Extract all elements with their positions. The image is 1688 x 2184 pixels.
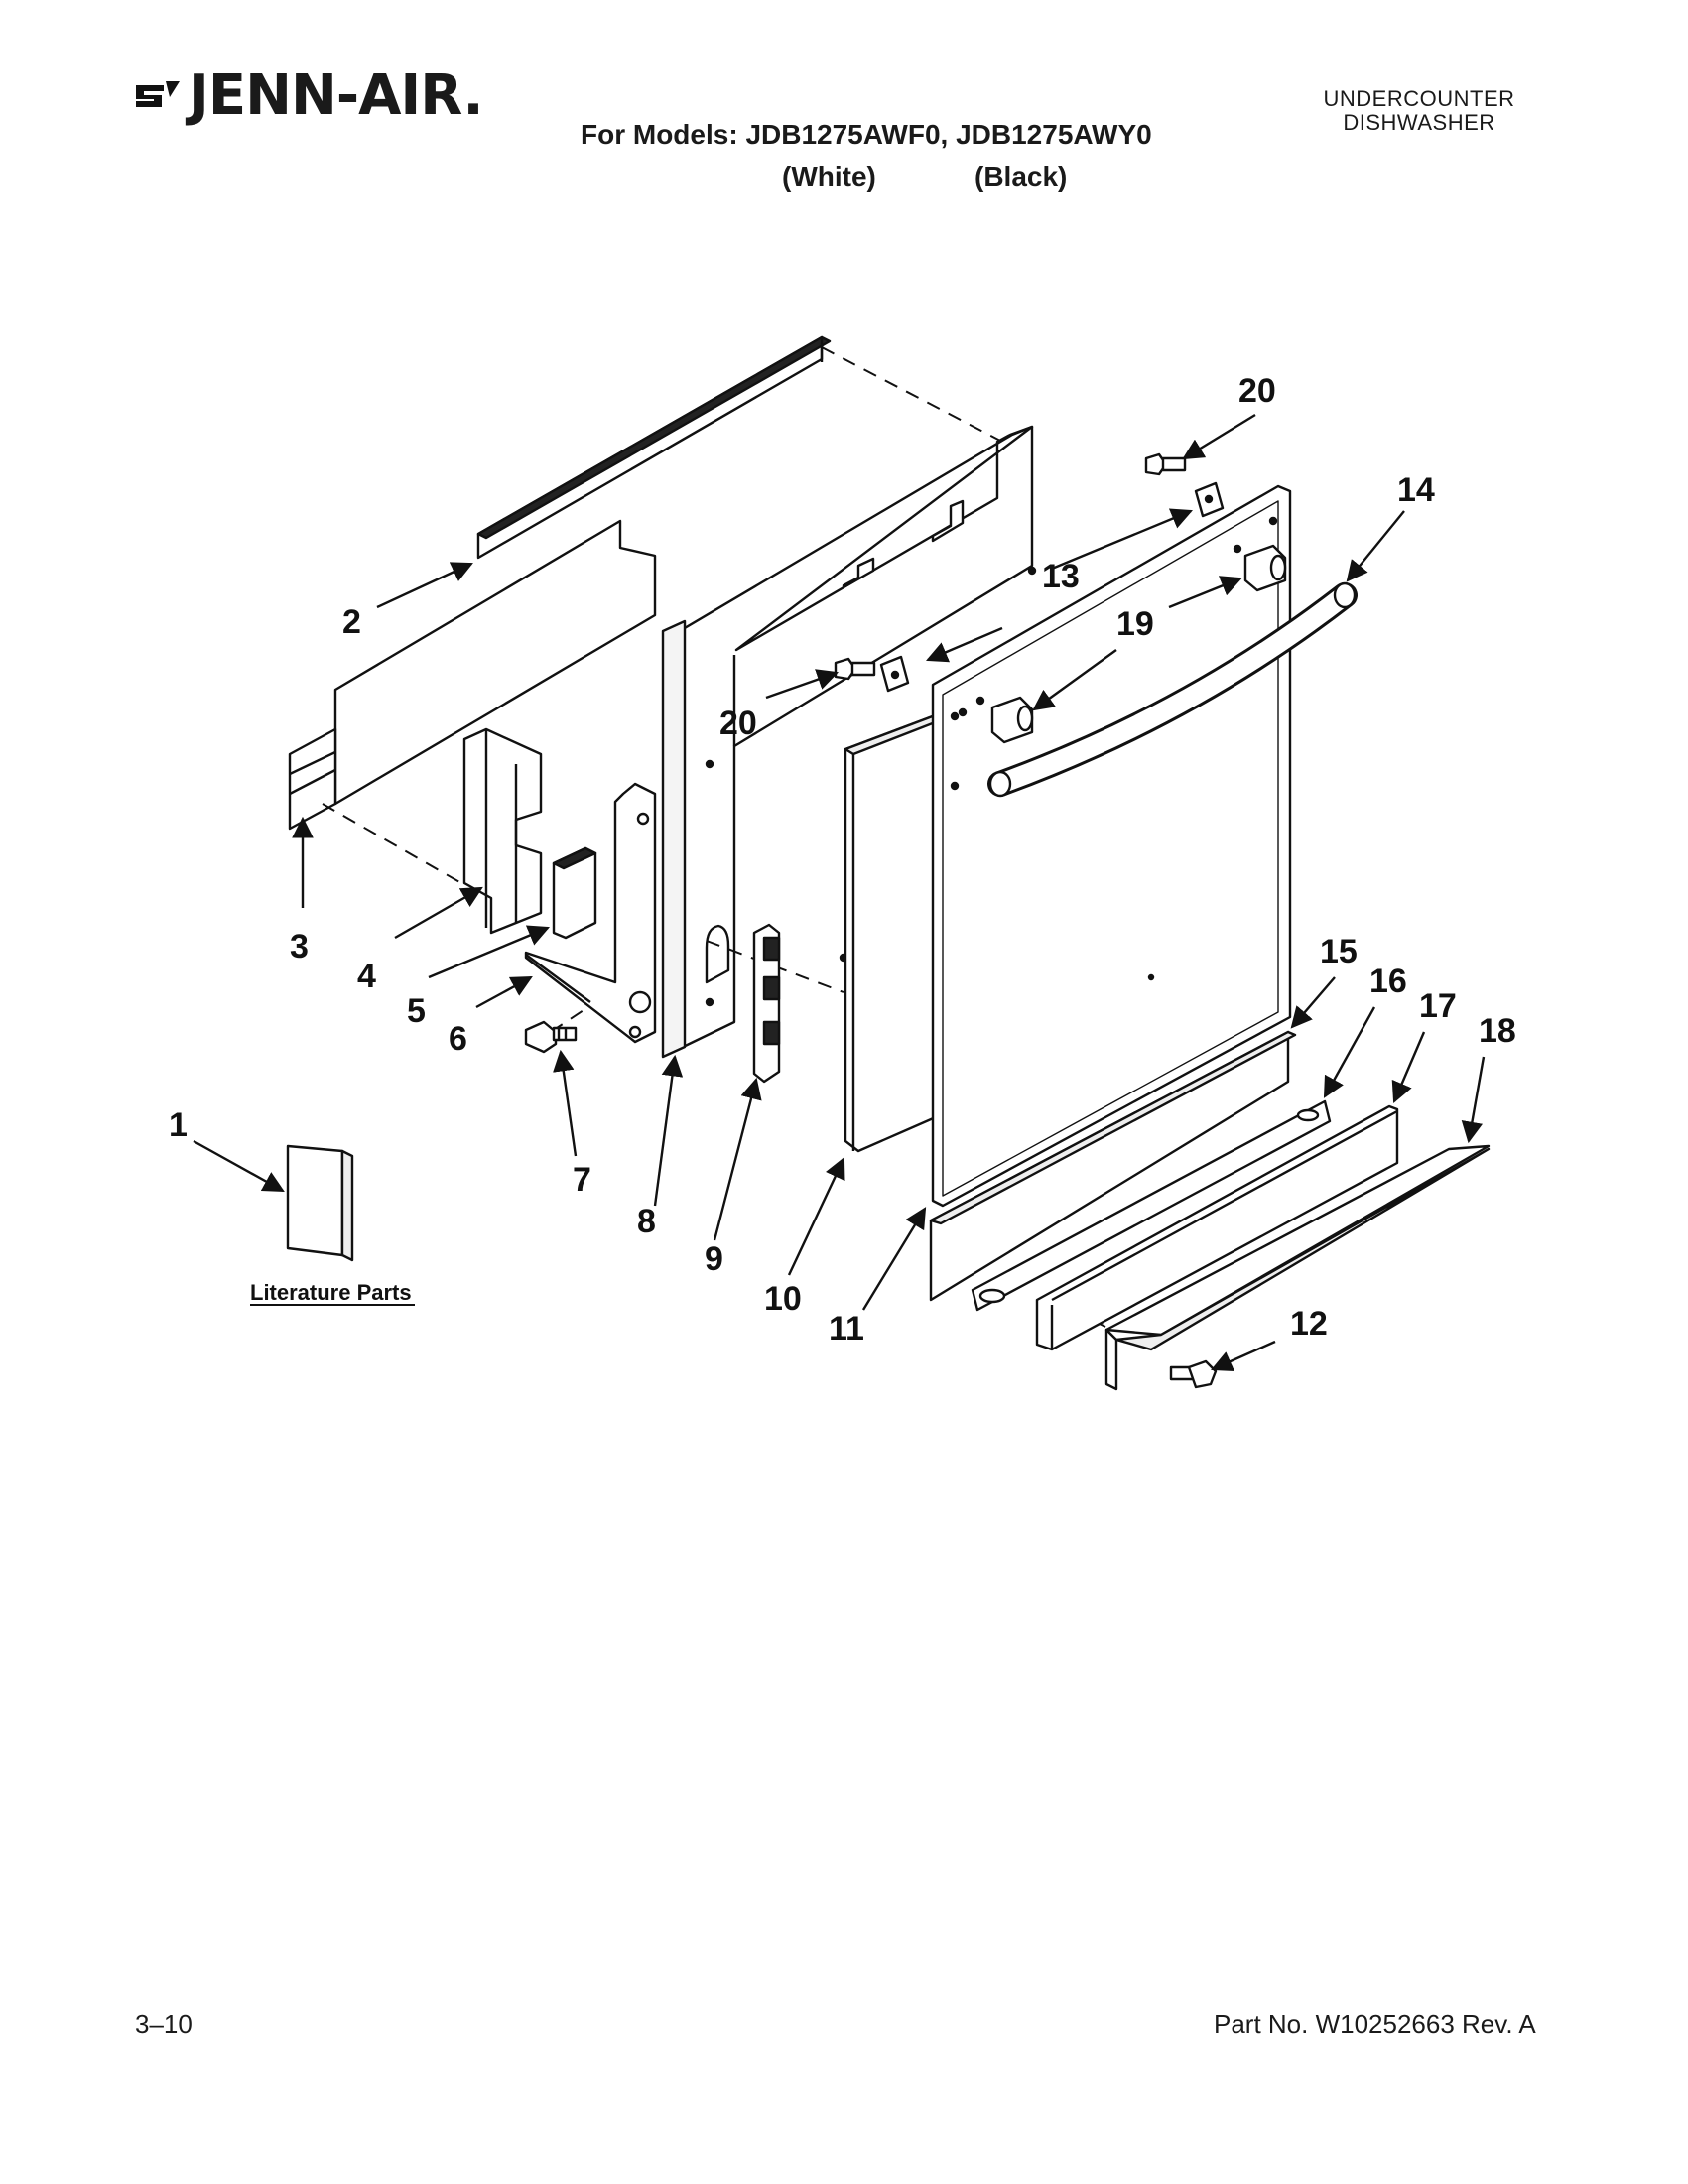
part-7-screw xyxy=(524,1020,578,1054)
part-5-pad xyxy=(552,846,597,940)
page-number: 3–10 xyxy=(135,2009,193,2039)
part-number: Part No. W10252663 Rev. A xyxy=(1214,2009,1536,2039)
callout-20-lower: 20 xyxy=(719,705,757,742)
brand-name: JENN-AIR. xyxy=(189,64,484,128)
callout-16: 16 xyxy=(1369,963,1407,1000)
callout-17: 17 xyxy=(1419,987,1457,1025)
part-11-outer-door xyxy=(931,484,1292,1208)
part-19-handle-posts xyxy=(975,544,1287,744)
models-title: For Models: JDB1275AWF0, JDB1275AWY0 xyxy=(581,119,1152,150)
callout-5: 5 xyxy=(407,992,426,1030)
callout-14: 14 xyxy=(1397,471,1435,509)
callout-labels: 1 2 3 4 5 6 7 8 9 10 11 12 13 14 15 16 1… xyxy=(169,372,1516,1348)
part-6-hinge-bracket xyxy=(524,782,657,1044)
part-15-bottom-trim xyxy=(929,1030,1297,1302)
callout-9: 9 xyxy=(705,1240,723,1278)
callout-4: 4 xyxy=(357,958,376,995)
callout-1: 1 xyxy=(169,1106,188,1144)
part-16-toe-plate xyxy=(971,1099,1332,1312)
callout-6: 6 xyxy=(449,1020,467,1058)
part-13-upper-clip xyxy=(1194,481,1225,518)
callout-18: 18 xyxy=(1479,1012,1516,1050)
part-20-lower-screw xyxy=(834,657,876,681)
part-4-vent-block xyxy=(462,727,543,935)
part-17-kick-plate xyxy=(1035,1104,1399,1351)
callout-11: 11 xyxy=(829,1310,864,1348)
part-13-lower-clip xyxy=(879,655,910,693)
callout-7: 7 xyxy=(573,1161,591,1199)
callout-19: 19 xyxy=(1116,605,1154,643)
appliance-category: UNDERCOUNTER DISHWASHER xyxy=(1290,87,1548,135)
part-14-handle-bar xyxy=(987,581,1358,798)
part-18-toe-kick xyxy=(1104,1144,1491,1391)
part-10-door-insulation xyxy=(844,712,945,1153)
callout-10: 10 xyxy=(764,1280,802,1318)
callout-3: 3 xyxy=(290,928,309,965)
color-black-label: (Black) xyxy=(974,161,1068,192)
part-8-inner-panel xyxy=(661,425,1037,1059)
callout-12: 12 xyxy=(1290,1305,1328,1343)
color-white-label: (White) xyxy=(782,161,876,192)
callout-15: 15 xyxy=(1320,933,1358,970)
jenn-air-logo-icon xyxy=(134,77,182,117)
part-20-upper-screw xyxy=(1144,452,1187,476)
literature-parts-label: Literature Parts xyxy=(250,1280,412,1305)
part-9-door-bracket xyxy=(752,923,781,1084)
callout-20-upper: 20 xyxy=(1238,372,1276,410)
part-1-literature xyxy=(286,1144,354,1262)
callout-2: 2 xyxy=(342,603,361,641)
category-line-2: DISHWASHER xyxy=(1343,110,1495,135)
callout-13: 13 xyxy=(1042,558,1080,595)
callout-8: 8 xyxy=(637,1203,656,1240)
part-2-top-strip xyxy=(476,335,832,560)
part-12-screw xyxy=(1169,1359,1218,1389)
category-line-1: UNDERCOUNTER xyxy=(1323,86,1515,111)
